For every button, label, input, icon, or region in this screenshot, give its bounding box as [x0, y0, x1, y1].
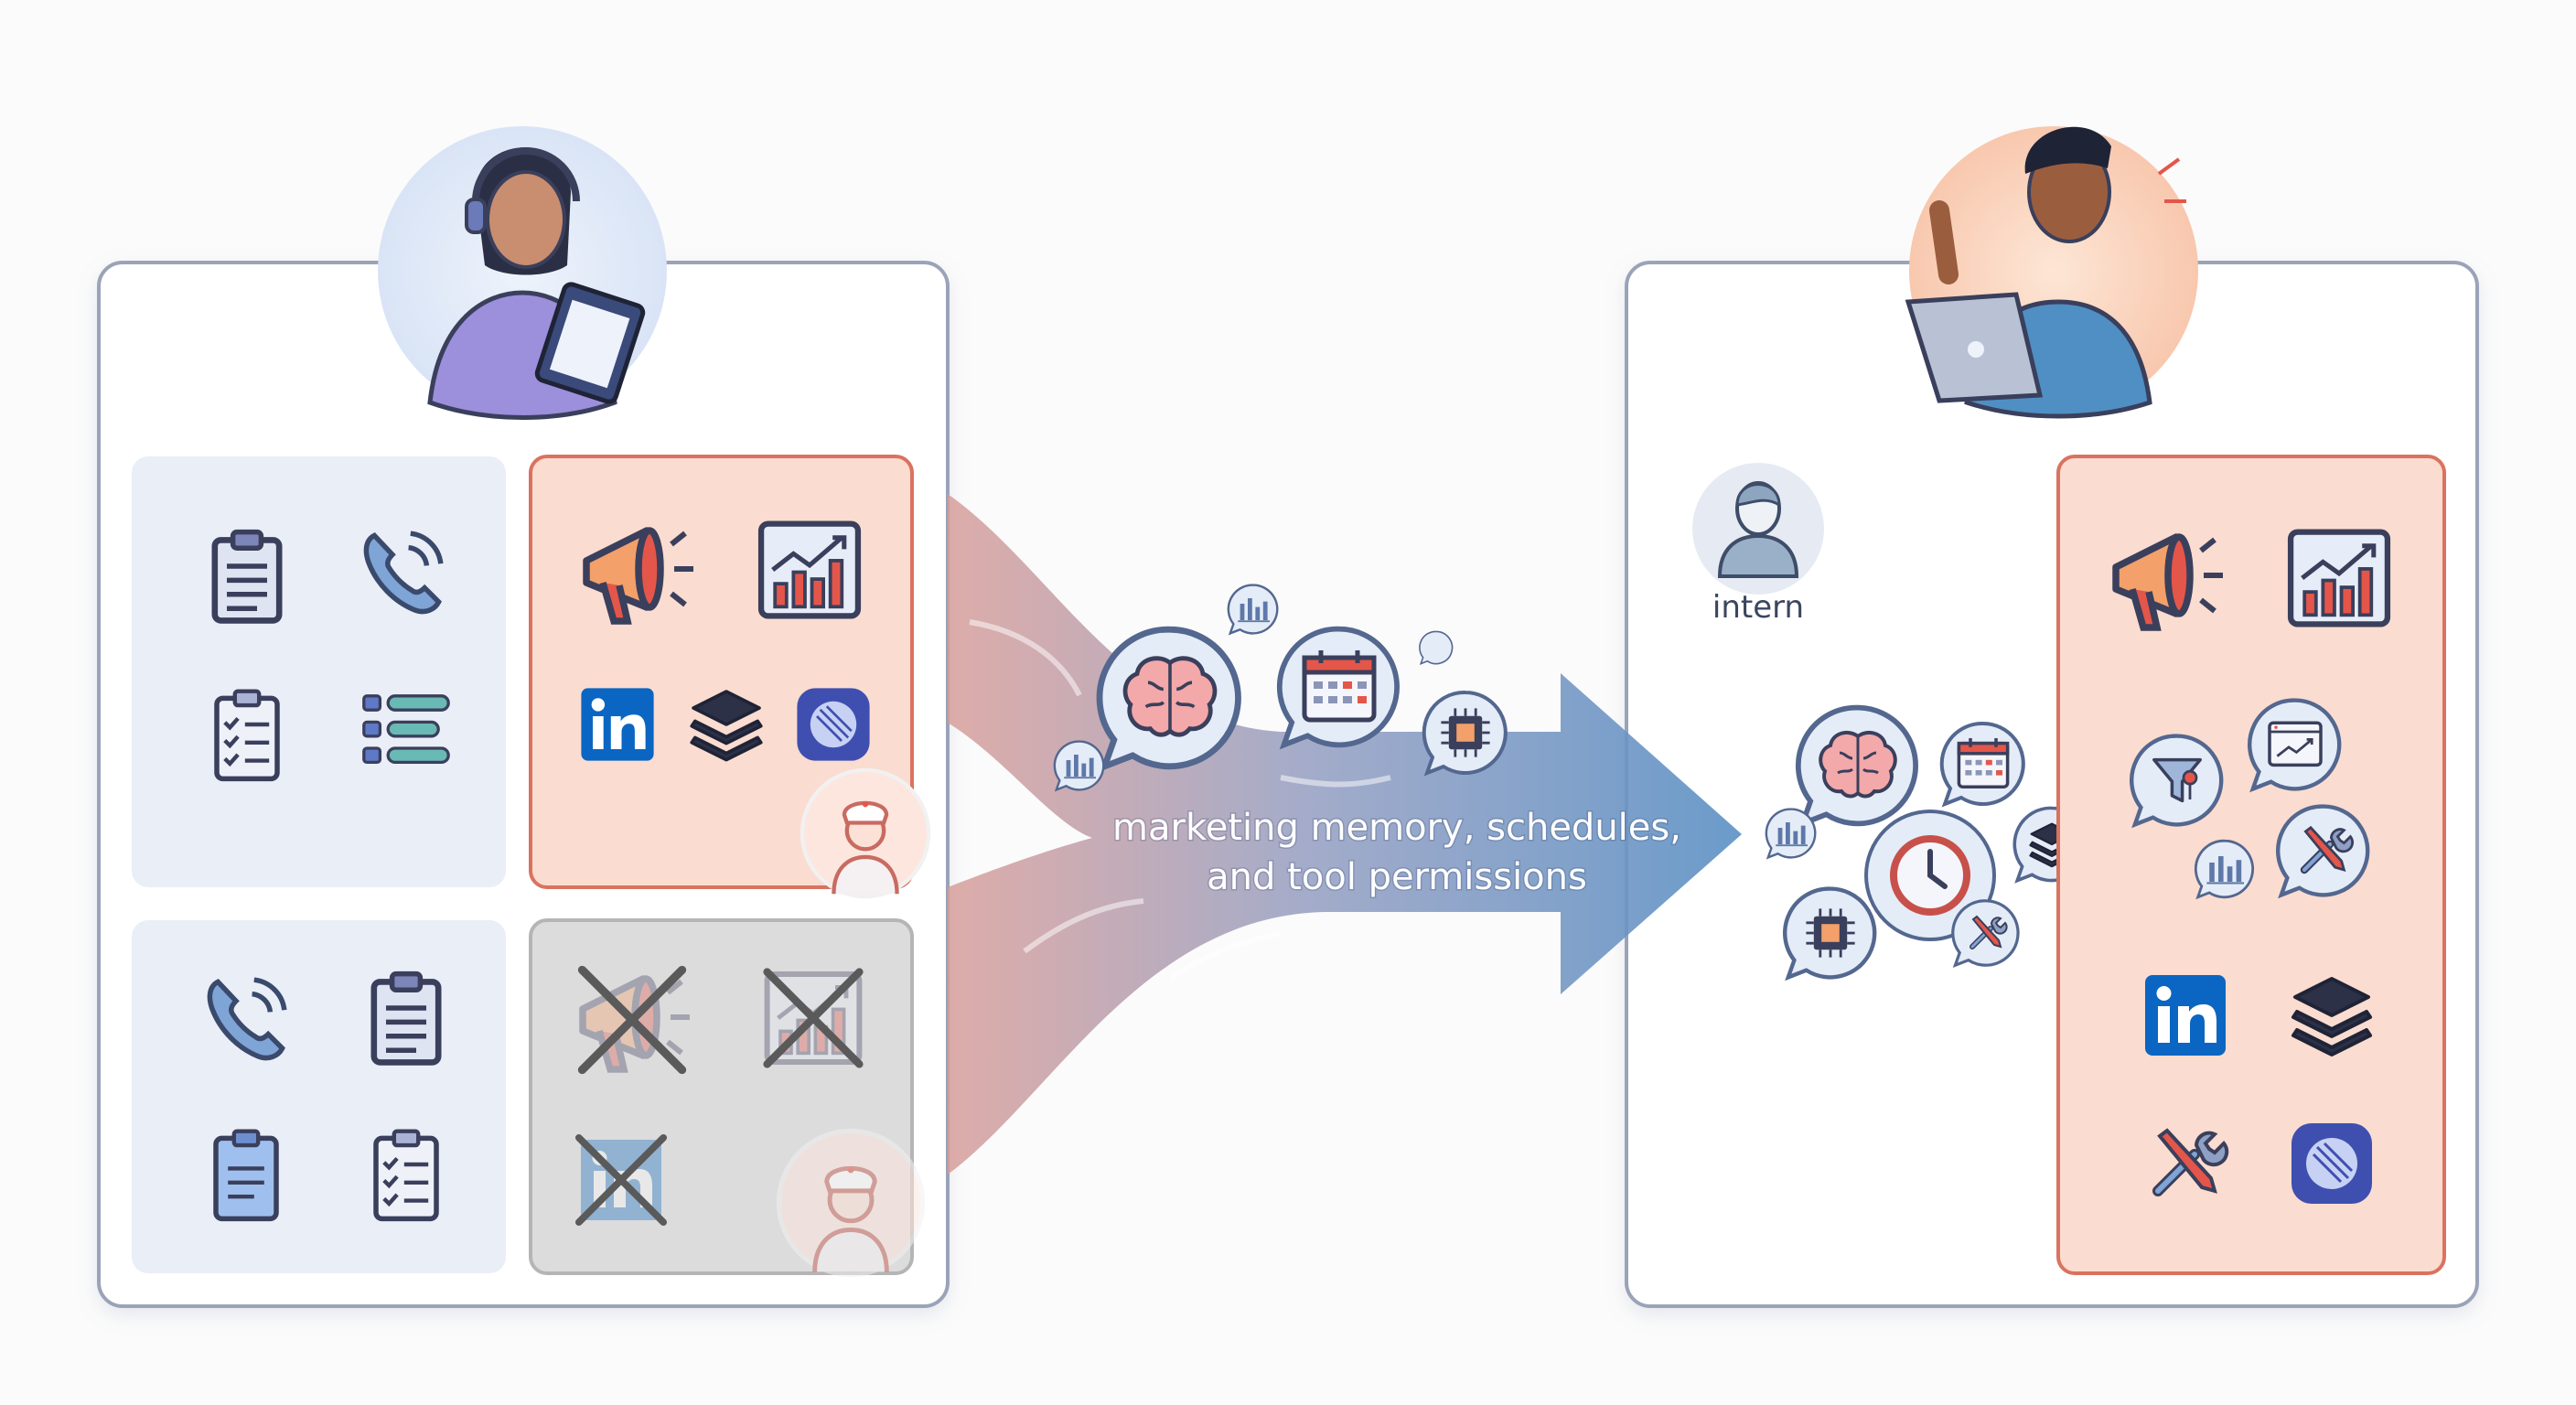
speech-bubble	[1419, 630, 1454, 665]
analytics-chart-icon	[761, 524, 858, 617]
intern-context-cluster	[1765, 708, 2090, 978]
left-panel	[97, 126, 950, 1308]
app-icon	[796, 687, 871, 762]
speech-bubble	[1053, 740, 1105, 791]
list-icon	[362, 694, 450, 765]
app-icon	[2290, 1121, 2374, 1206]
notes-icon	[216, 1132, 276, 1219]
browser-chart-icon	[2268, 721, 2323, 767]
calendar-icon	[1304, 650, 1374, 720]
left-avatar-receptionist	[378, 126, 667, 420]
analytics-chart-icon	[2291, 532, 2388, 625]
speech-bubble	[1765, 808, 1817, 859]
right-panel: intern	[1625, 126, 2479, 1308]
linkedin-icon	[2145, 975, 2226, 1056]
brain-memory-icon	[1125, 659, 1215, 735]
quadrant-receptionist-tasks-bottom	[132, 920, 506, 1273]
clipboard-icon	[374, 974, 438, 1063]
checklist-icon	[217, 692, 277, 779]
brain-memory-icon	[1819, 730, 1897, 799]
speech-bubble	[1227, 584, 1279, 635]
nurse-avatar-icon	[802, 770, 928, 896]
right-avatar-marketer	[1905, 126, 2198, 419]
flow-label-line-1: marketing memory, schedules,	[1112, 807, 1681, 849]
clock-icon	[1894, 839, 1967, 912]
intern-label: intern	[1712, 589, 1804, 626]
transfer-flow-arrow: marketing memory, schedules, and tool pe…	[948, 494, 1742, 1174]
clipboard-icon	[215, 532, 279, 621]
nurse-avatar-disabled-icon	[778, 1131, 922, 1274]
checklist-icon	[376, 1132, 436, 1219]
linkedin-icon	[581, 688, 654, 761]
flow-label-line-2: and tool permissions	[1207, 856, 1587, 898]
intern-avatar: intern	[1692, 463, 1824, 626]
quadrant-receptionist-tasks-top	[132, 456, 506, 887]
speech-bubble	[2194, 839, 2255, 899]
calendar-icon	[1957, 736, 2010, 788]
